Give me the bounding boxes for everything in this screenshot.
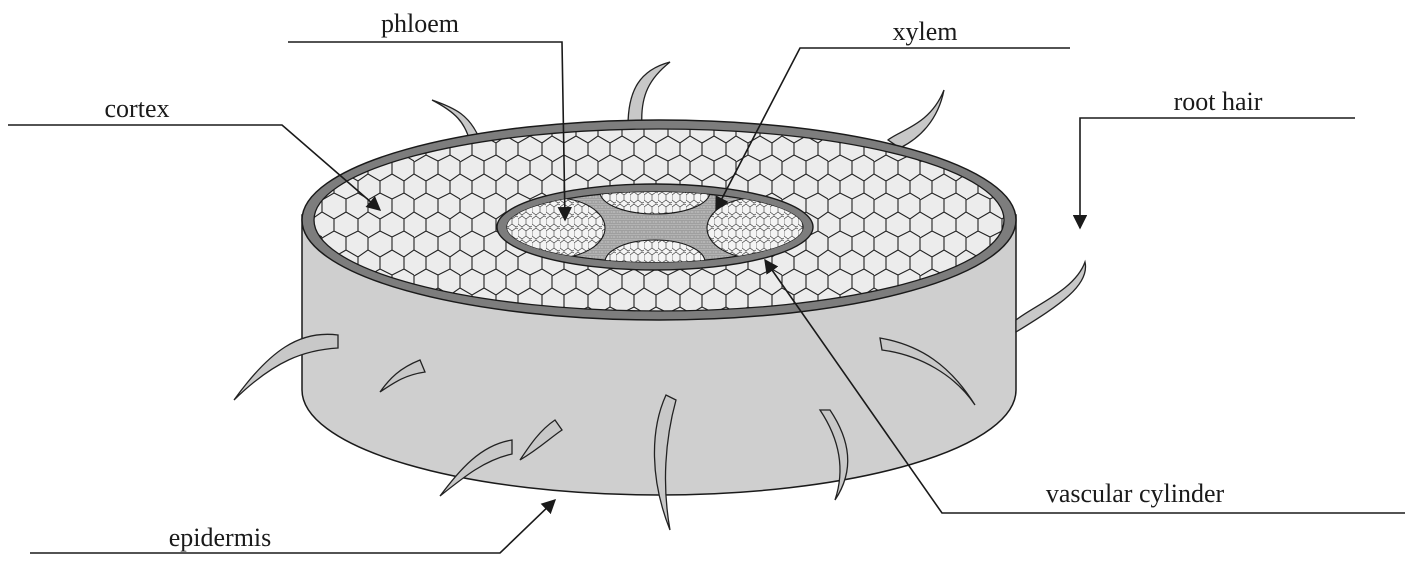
label-phloem: phloem xyxy=(381,9,459,38)
label-epidermis: epidermis xyxy=(169,523,272,552)
label-vascular-cylinder: vascular cylinder xyxy=(1046,479,1225,508)
epidermis-leader xyxy=(30,500,555,553)
label-root-hair: root hair xyxy=(1174,87,1263,116)
label-xylem: xylem xyxy=(893,17,958,46)
root-hair-leader xyxy=(1080,118,1355,228)
label-cortex: cortex xyxy=(105,94,170,123)
